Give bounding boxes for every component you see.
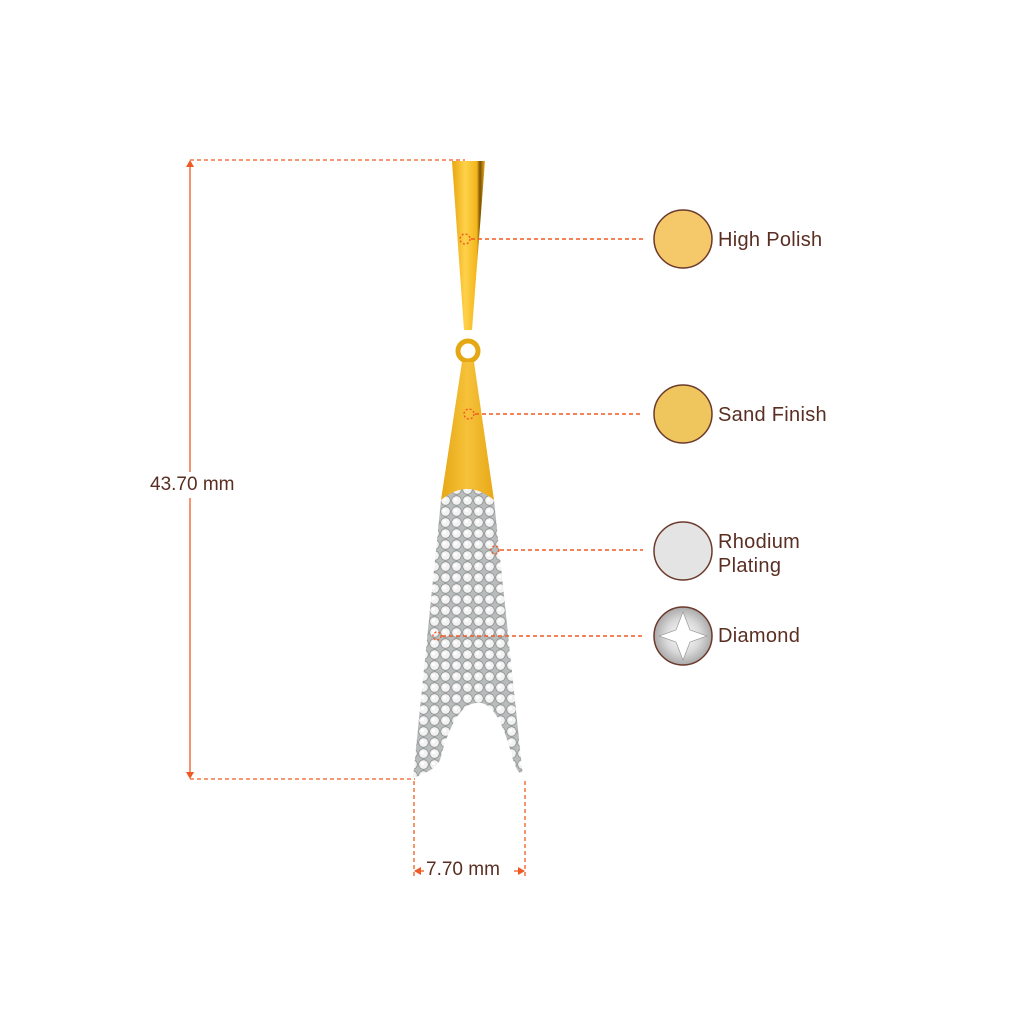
sand-finish-cone (441, 362, 494, 500)
leader-lines (432, 233, 643, 641)
width-label: 7.70 mm (424, 859, 502, 881)
legend-label: Rhodium (718, 531, 801, 553)
legend-high-polish: High Polish (718, 228, 822, 252)
legend-label: High Polish (718, 229, 823, 251)
diamond-swatch (653, 606, 713, 666)
rhodium-plating-swatch (653, 521, 713, 581)
earring-illustration (413, 161, 523, 778)
hook-top (452, 161, 485, 330)
jump-ring (455, 338, 481, 364)
legend-rhodium-plating: Rhodium Plating (718, 530, 800, 578)
high-polish-swatch (653, 209, 713, 269)
pave-diamond-section (413, 489, 523, 778)
legend-label: Diamond (718, 625, 801, 647)
height-label: 43.70 mm (148, 472, 237, 498)
legend-label-line2: Plating (718, 555, 782, 577)
sand-finish-swatch (653, 384, 713, 444)
height-dimension (186, 159, 465, 780)
legend-label: Sand Finish (718, 404, 827, 426)
legend-sand-finish: Sand Finish (718, 403, 827, 427)
legend-diamond: Diamond (718, 624, 800, 648)
width-dimension (413, 781, 526, 876)
